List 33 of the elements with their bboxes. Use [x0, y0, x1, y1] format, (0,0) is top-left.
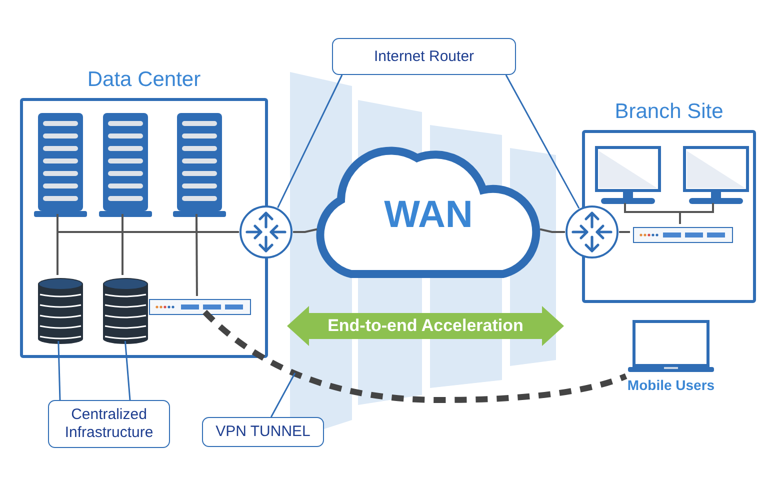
callout-box [48, 400, 170, 448]
server-icon [34, 113, 87, 217]
double-arrow-banner [287, 306, 564, 346]
callout-text: Centralized Infrastructure [64, 406, 154, 442]
callout-text: VPN TUNNEL [216, 423, 310, 441]
site-heading: Data Center [86, 68, 202, 92]
network-link [196, 214, 239, 233]
server-icon [173, 113, 226, 217]
router-icon [239, 205, 293, 259]
banner-text: End-to-end Acceleration [326, 316, 524, 336]
vpn-tunnel-line [202, 310, 628, 403]
callout-text: Internet Router [374, 48, 474, 66]
network-link [540, 228, 565, 233]
cloud-label: WAN [383, 196, 474, 234]
monitor-icon [595, 146, 661, 206]
callout-box [202, 417, 324, 447]
network-appliance-icon [149, 299, 251, 315]
monitor-icon [683, 146, 749, 206]
leader-line [277, 74, 343, 208]
network-appliance-icon [633, 227, 733, 243]
device-label: Mobile Users [626, 377, 716, 393]
router-icon [565, 205, 619, 259]
callout-box [332, 38, 516, 75]
site-heading: Branch Site [614, 100, 724, 124]
network-link [293, 228, 318, 233]
database-icon [103, 278, 148, 344]
network-link [679, 203, 714, 224]
leader-line [270, 372, 296, 418]
network-link [619, 231, 630, 233]
leader-line [505, 74, 580, 209]
database-icon [38, 278, 83, 344]
leader-line [58, 340, 61, 401]
server-icon [99, 113, 152, 217]
